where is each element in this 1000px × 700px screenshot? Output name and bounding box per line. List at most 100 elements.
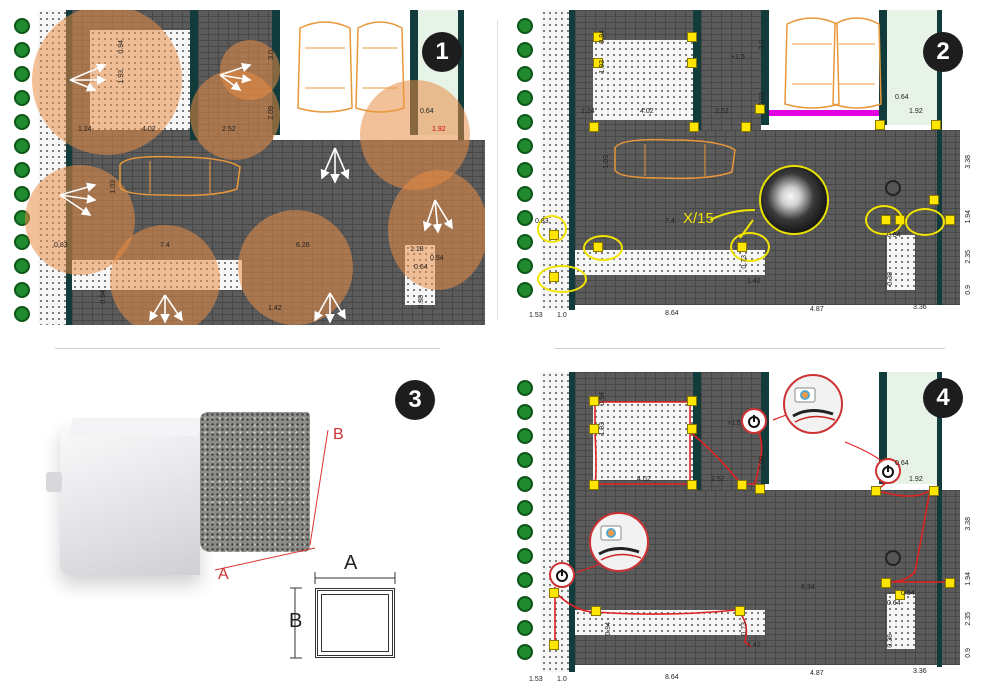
dimension-label: 4.87 [810,306,824,313]
dimension-label: 0.94 [118,40,125,54]
dimension-label: 1.03 [603,155,610,169]
gravel-bed [887,594,915,649]
light-marker [895,590,905,600]
power-switch-icon [741,408,767,434]
dimension-label: 0.94 [599,392,606,406]
light-marker [755,104,765,114]
tree-icon [14,306,30,322]
light-glow [32,10,182,155]
hedge [515,10,535,325]
wall [693,372,701,490]
light-marker [875,120,885,130]
dimension-label-b: B [333,426,344,443]
section-square-inner [321,594,389,652]
tree-icon [517,476,533,492]
dimension-label: 3.0 [268,50,275,60]
dimension-label: 1.94 [965,210,972,224]
dimension-label: 2.52 [715,108,729,115]
step-number-badge: 2 [923,32,963,72]
dimension-label: 1.0 [557,312,567,319]
dimension-label: 1.42 [268,305,282,312]
paving-strip [701,10,761,130]
dimension-label: 1.92 [432,126,446,133]
dimension-label: 0.38 [418,295,425,309]
tree-icon [517,282,533,298]
dimension-label: 0.38 [887,272,894,286]
light-marker [881,578,891,588]
light-marker [687,396,697,406]
light-marker [589,480,599,490]
tree-icon [517,596,533,612]
light-marker [593,32,603,42]
dimension-label: 7.4 [665,218,675,225]
highlight-ring [583,235,623,261]
tree-icon [517,524,533,540]
dimension-label: 0.64 [414,264,428,271]
panel-1-lighting-plan: 1.24 4.02 2.52 0.64 1.92 3.0 2.09 7.4 6.… [10,10,485,325]
panel-4-wiring-plan: 4.02 2.52 +1.5 0.64 1.92 6.34 0.64 0.54 … [515,372,985,690]
dimension-label: 0.9 [965,648,972,658]
highlight-ring [537,265,587,293]
car-outline-icon [355,21,405,113]
tree-icon [517,404,533,420]
light-marker [549,640,559,650]
light-marker [945,215,955,225]
light-marker [735,606,745,616]
paving-strip [701,372,761,490]
dimension-label: 8.64 [665,674,679,681]
dimension-label: 3.36 [913,668,927,675]
tree-icon [14,258,30,274]
light-marker [589,396,599,406]
dimension-label: 1.93 [599,422,606,436]
step-number-badge: 3 [395,380,435,420]
light-marker [687,424,697,434]
garage-door-light-strip [769,110,879,116]
dimension-label: 0.64 [887,232,901,239]
dimension-label: +1.5 [731,54,745,61]
dimension-label: 1.42 [747,642,761,649]
light-marker [871,486,881,496]
step-number-badge: 1 [422,32,462,72]
dimension-label: 8.64 [665,310,679,317]
tree-icon [14,138,30,154]
light-marker [687,480,697,490]
dimension-label: 1.93 [118,70,125,84]
tree-icon [517,114,533,130]
gravel-bed [575,610,765,635]
garage-wall [761,372,769,484]
dimension-label: 1.53 [529,312,543,319]
dimension-label: 1.42 [747,278,761,285]
tree-icon [517,500,533,516]
cable-gland [46,472,62,492]
gravel-strip [541,10,569,310]
tree-icon [14,66,30,82]
dimension-lines [214,429,329,571]
controller-cable-inset [783,374,843,434]
drain-circle [885,550,901,566]
tree-icon [517,42,533,58]
dimension-label: 3.38 [965,517,972,531]
power-switch-icon [875,458,901,484]
tree-icon [14,162,30,178]
car-outline-icon [614,138,736,180]
tree-icon [14,186,30,202]
dimension-label: 2.09 [759,92,766,106]
dimension-label: 4.87 [810,670,824,677]
dimension-label: +1.5 [727,420,741,427]
hedge [515,372,535,690]
tree-icon [14,90,30,106]
light-marker [589,122,599,132]
dimension-label: 1.0 [557,676,567,683]
dimension-label: 0.64 [895,94,909,101]
light-marker [945,578,955,588]
dimension-label: 0.9 [965,285,972,295]
tree-icon [517,644,533,660]
dimension-label: 1.03 [110,180,117,194]
car-outline-icon [297,21,353,113]
dimension-label: 0.54 [901,590,915,597]
tree-icon [517,258,533,274]
dimension-label: 2.52 [222,126,236,133]
gravel-bed [593,402,693,480]
dimension-label: 1.24 [581,108,595,115]
dimension-label: 0.94 [605,622,612,636]
